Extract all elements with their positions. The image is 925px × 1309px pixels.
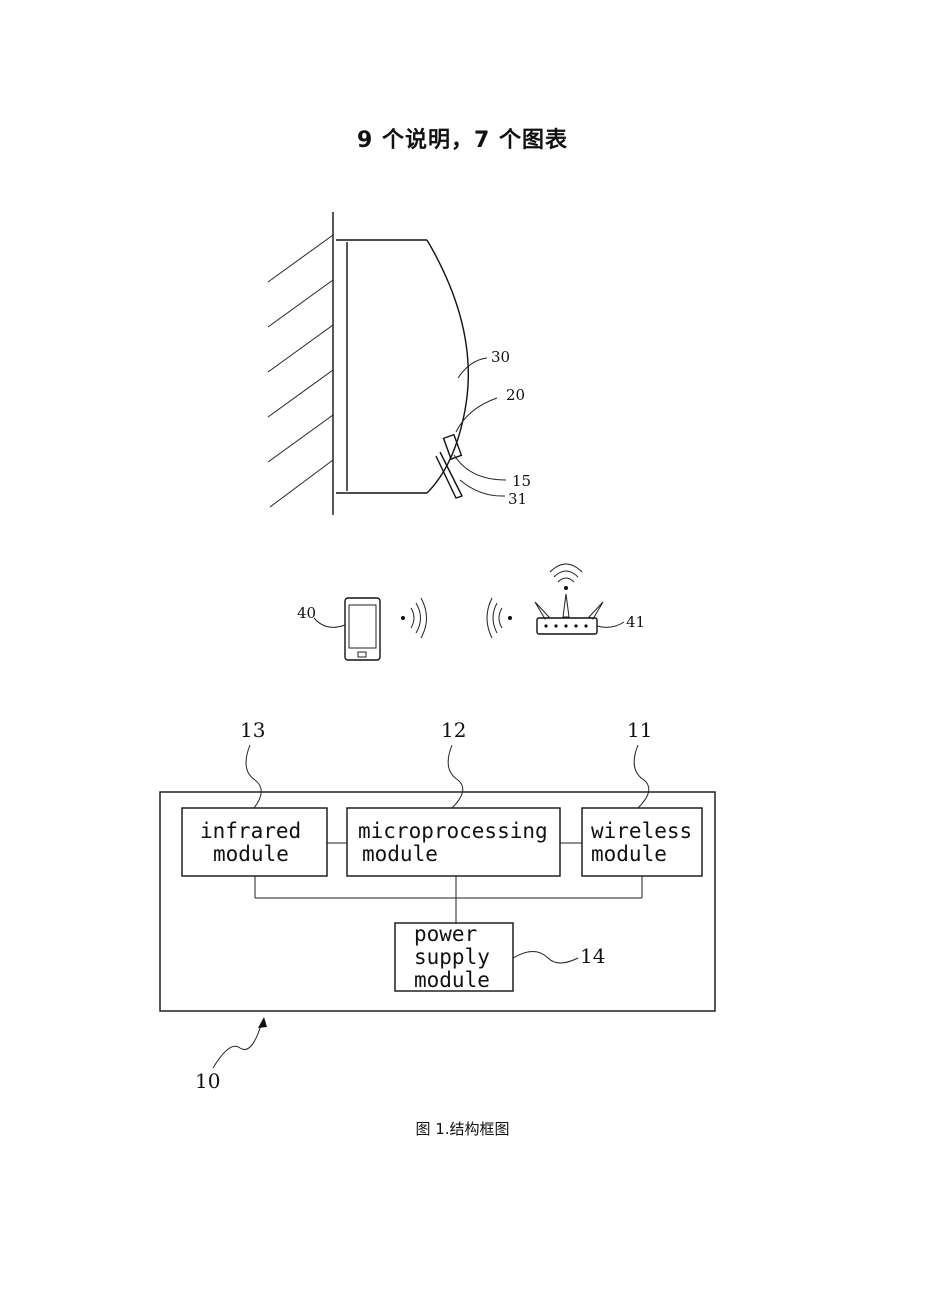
system-ref-arrow bbox=[212, 1017, 267, 1069]
power-line2: supply bbox=[414, 945, 490, 969]
label-unit: 30 bbox=[491, 348, 510, 366]
page-title: 9 个说明，7 个图表 bbox=[357, 128, 568, 153]
power-line3: module bbox=[414, 968, 490, 992]
router-signal-in-icon bbox=[486, 597, 512, 639]
air-conditioner-unit bbox=[336, 239, 507, 499]
infrared-ref: 13 bbox=[240, 718, 265, 742]
infrared-line2: module bbox=[213, 842, 289, 866]
wall-hatching bbox=[267, 212, 334, 515]
power-ref: 14 bbox=[580, 944, 605, 968]
phone-leader bbox=[313, 617, 346, 628]
power-leader bbox=[512, 951, 579, 964]
micro-leader bbox=[447, 744, 464, 809]
wireless-leader bbox=[633, 744, 650, 809]
micro-line1: microprocessing bbox=[358, 819, 548, 843]
system-outer-box bbox=[159, 791, 716, 1012]
phone-signal-icon bbox=[401, 597, 427, 639]
label-vane: 31 bbox=[508, 490, 527, 508]
wireless-line2: module bbox=[591, 842, 667, 866]
smartphone-icon bbox=[344, 597, 381, 661]
figure-caption: 图 1.结构框图 bbox=[415, 1120, 510, 1138]
label-router: 41 bbox=[626, 613, 645, 631]
wireless-module-block: wireless module bbox=[581, 807, 703, 877]
infrared-leader bbox=[245, 744, 262, 809]
infrared-module-block: infrared module bbox=[181, 807, 328, 877]
power-supply-module-block: power supply module bbox=[394, 922, 514, 992]
infrared-line1: infrared bbox=[200, 819, 301, 843]
power-line1: power bbox=[414, 922, 477, 946]
label-device: 20 bbox=[506, 386, 525, 404]
microprocessing-module-block: microprocessing module bbox=[346, 807, 561, 877]
block-connections bbox=[254, 842, 643, 923]
wireless-line1: wireless bbox=[591, 819, 692, 843]
system-ref: 10 bbox=[195, 1069, 220, 1093]
micro-line2: module bbox=[362, 842, 438, 866]
wireless-ref: 11 bbox=[627, 718, 652, 742]
micro-ref: 12 bbox=[441, 718, 466, 742]
router-leader bbox=[596, 621, 625, 628]
label-phone: 40 bbox=[297, 604, 316, 622]
router-icon bbox=[534, 563, 604, 635]
label-emitter: 15 bbox=[512, 472, 531, 490]
